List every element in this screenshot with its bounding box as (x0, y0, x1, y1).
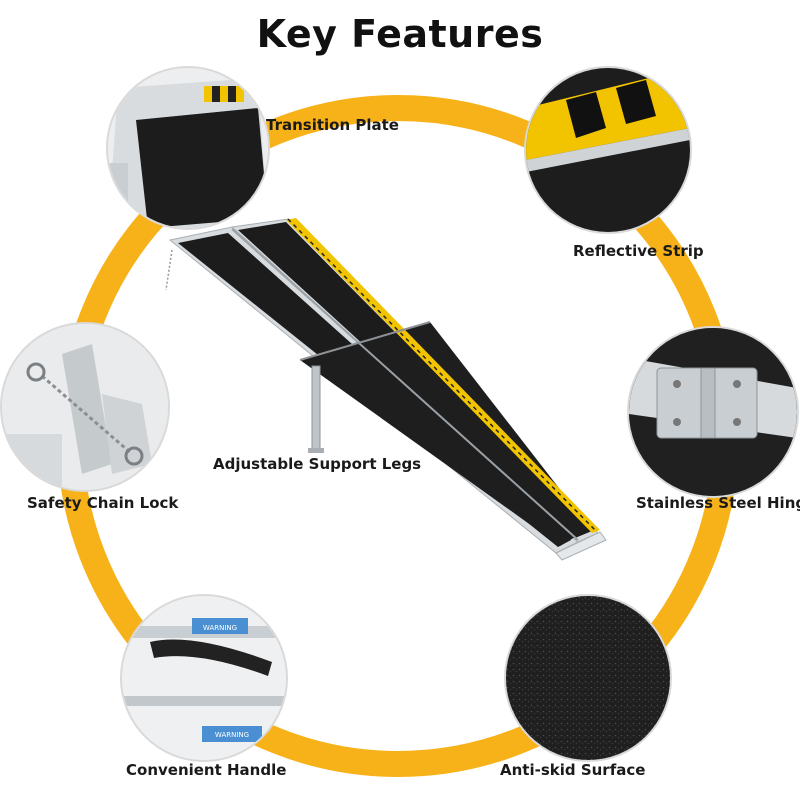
label-convenient-handle: Convenient Handle (126, 761, 287, 779)
stainless-steel-hinge-image (627, 326, 799, 498)
anti-skid-surface-image (504, 594, 672, 762)
label-adjustable-support-legs: Adjustable Support Legs (213, 455, 422, 473)
label-anti-skid-surface: Anti-skid Surface (500, 761, 646, 779)
label-stainless-steel-hinge: Stainless Steel Hinge (636, 494, 800, 512)
convenient-handle-image: WARNING WARNING (120, 594, 288, 762)
transition-plate-image (106, 66, 270, 230)
safety-chain-lock-image (0, 322, 170, 492)
warning-sticker-bottom: WARNING (215, 731, 249, 739)
label-transition-plate: Transition Plate (266, 116, 399, 134)
reflective-strip-image (524, 66, 692, 234)
label-reflective-strip: Reflective Strip (573, 242, 704, 260)
label-safety-chain-lock: Safety Chain Lock (27, 494, 179, 512)
page-title: Key Features (256, 12, 544, 56)
warning-sticker-top: WARNING (203, 624, 237, 632)
